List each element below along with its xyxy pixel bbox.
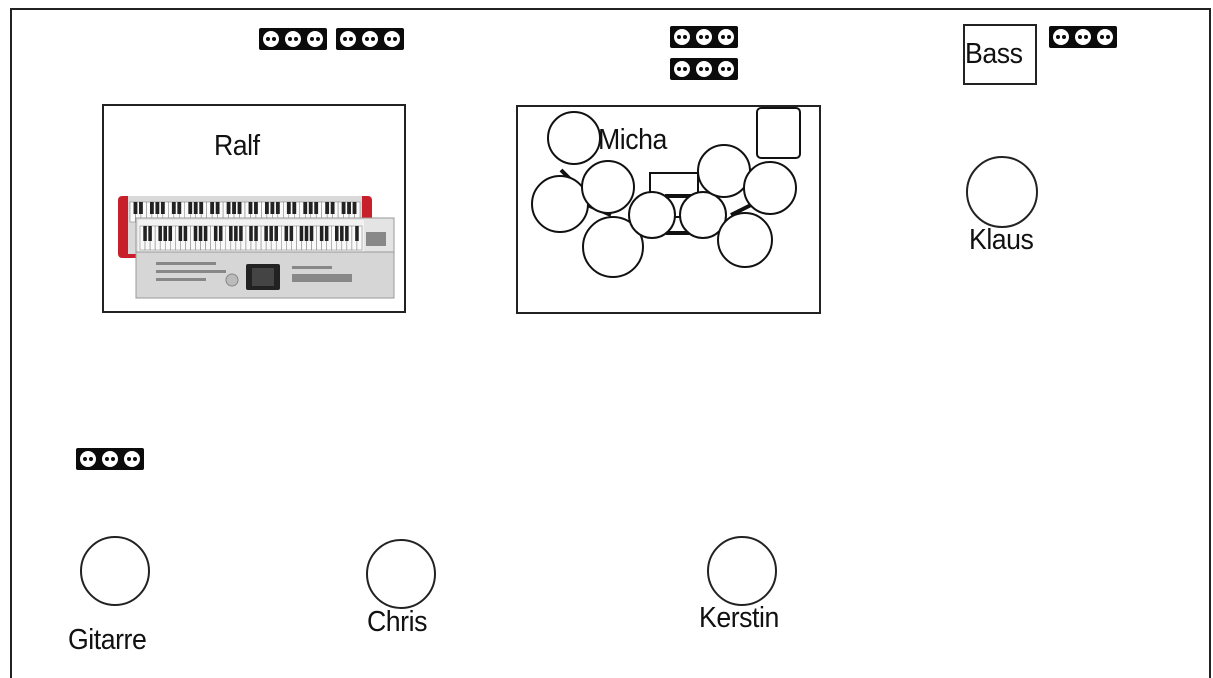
klaus-label: Klaus <box>969 224 1034 256</box>
power-strip-micha-2 <box>670 58 738 80</box>
socket-icon <box>307 31 323 47</box>
power-strip-micha-1 <box>670 26 738 48</box>
socket-icon <box>124 451 140 467</box>
power-strip-ralf-1 <box>259 28 327 50</box>
kerstin-position-marker <box>707 536 777 606</box>
kerstin-label: Kerstin <box>699 602 779 634</box>
drum-kit-icon <box>531 107 801 278</box>
gitarre-position-marker <box>80 536 150 606</box>
socket-icon <box>718 61 734 77</box>
socket-icon <box>674 29 690 45</box>
socket-icon <box>340 31 356 47</box>
micha-label: Micha <box>598 124 667 156</box>
chris-position-marker <box>366 539 436 609</box>
power-strip-gitarre <box>76 448 144 470</box>
gitarre-label: Gitarre <box>68 624 147 656</box>
klaus-position-marker <box>966 156 1038 228</box>
socket-icon <box>674 61 690 77</box>
socket-icon <box>384 31 400 47</box>
socket-icon <box>102 451 118 467</box>
power-strip-ralf-2 <box>336 28 404 50</box>
chris-label: Chris <box>367 606 427 638</box>
socket-icon <box>1097 29 1113 45</box>
socket-icon <box>80 451 96 467</box>
socket-icon <box>285 31 301 47</box>
socket-icon <box>696 29 712 45</box>
socket-icon <box>1053 29 1069 45</box>
ralf-label: Ralf <box>214 130 260 162</box>
socket-icon <box>1075 29 1091 45</box>
socket-icon <box>696 61 712 77</box>
socket-icon <box>718 29 734 45</box>
keyboard-icon <box>118 196 395 299</box>
power-strip-bass <box>1049 26 1117 48</box>
stage-border <box>10 8 1211 678</box>
bass-label: Bass <box>965 38 1023 70</box>
bass-amp <box>963 24 1037 85</box>
socket-icon <box>263 31 279 47</box>
socket-icon <box>362 31 378 47</box>
